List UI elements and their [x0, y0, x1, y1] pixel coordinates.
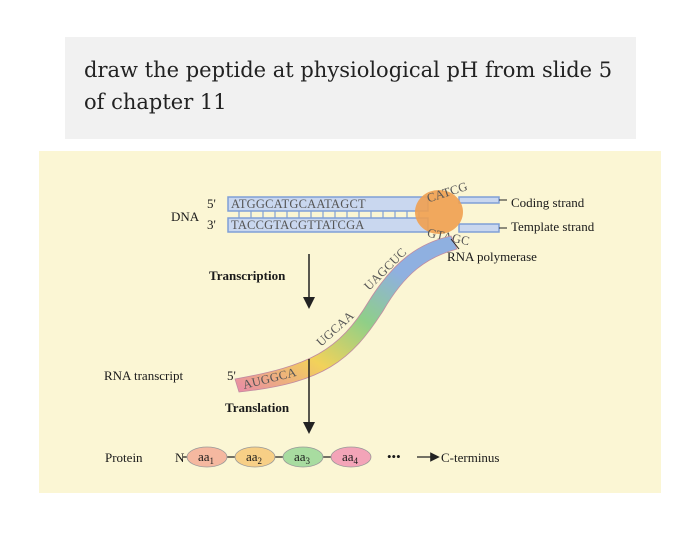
- template-three-prime: 3': [207, 217, 216, 232]
- rna-polymerase-shape: [415, 190, 463, 234]
- rna-five-prime: 5': [227, 368, 236, 383]
- rna-polymerase-label: RNA polymerase: [447, 249, 537, 264]
- amino-acid-1: [186, 446, 228, 468]
- rna-transcript-strand: [234, 235, 458, 393]
- translation-label: Translation: [225, 400, 290, 415]
- template-strand-label: Template strand: [511, 219, 595, 234]
- n-terminus-label: N: [175, 450, 185, 465]
- question-box: draw the peptide at physiological pH fro…: [65, 37, 636, 139]
- transcription-label: Transcription: [209, 268, 286, 283]
- template-sequence: TACCGTACGTTATCGA: [231, 218, 365, 232]
- figure-diagram: DNA 5' 3' ATGGCATGCAATAGCT TACCGTACGTTAT…: [104, 179, 595, 468]
- c-terminus-label: C-terminus: [441, 450, 500, 465]
- protein-label: Protein: [105, 450, 143, 465]
- amino-acid-4: [330, 446, 372, 468]
- transcription-translation-figure: DNA 5' 3' ATGGCATGCAATAGCT TACCGTACGTTAT…: [39, 151, 661, 493]
- amino-acid-3: [282, 446, 324, 468]
- base-pair-rungs: [238, 211, 420, 218]
- rna-transcript-label: RNA transcript: [104, 368, 183, 383]
- coding-five-prime: 5': [207, 196, 216, 211]
- coding-sequence: ATGGCATGCAATAGCT: [231, 197, 366, 211]
- ellipsis: •••: [387, 449, 401, 464]
- question-text: draw the peptide at physiological pH fro…: [84, 58, 613, 114]
- amino-acid-2: [234, 446, 276, 468]
- template-strand: TACCGTACGTTATCGA: [227, 217, 500, 233]
- coding-strand-label: Coding strand: [511, 195, 585, 210]
- dna-label: DNA: [171, 209, 200, 224]
